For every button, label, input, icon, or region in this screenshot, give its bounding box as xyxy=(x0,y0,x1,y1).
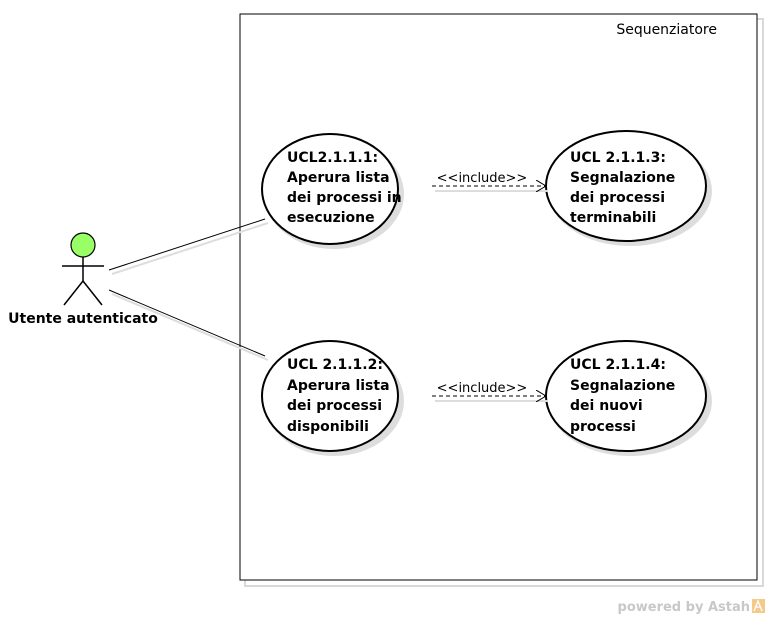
system-name: Sequenziatore xyxy=(616,22,717,38)
uc3-line-4: terminabili xyxy=(570,210,656,226)
uc4-line-1: UCL 2.1.1.4: xyxy=(570,357,666,373)
powered-by-text: powered by Astah xyxy=(618,600,750,615)
uc1-line-3: dei processi in xyxy=(287,190,402,206)
actor-left-leg xyxy=(63,280,84,306)
use-case-uc4: UCL 2.1.1.4: Segnalazione dei nuovi proc… xyxy=(545,340,712,456)
uc4-line-3: dei nuovi xyxy=(570,398,643,414)
uc4-line-4: processi xyxy=(570,419,636,435)
actor: Utente autenticato xyxy=(8,232,158,327)
uc3-line-3: dei processi xyxy=(570,190,665,206)
uc3-line-1: UCL 2.1.1.3: xyxy=(570,150,666,166)
uc1-line-2: Aperura lista xyxy=(287,170,390,186)
uc2-line-3: dei processi xyxy=(287,398,382,414)
associations xyxy=(108,218,269,361)
uc4-line-2: Segnalazione xyxy=(570,378,675,394)
association-uc1 xyxy=(108,218,266,271)
include-relation-2: <<include>> xyxy=(432,381,548,402)
uc2-line-1: UCL 2.1.1.2: xyxy=(287,357,383,373)
include-label-2: <<include>> xyxy=(437,381,528,396)
actor-head xyxy=(70,232,96,258)
include-label-1: <<include>> xyxy=(437,171,528,186)
uc2-line-4: disponibili xyxy=(287,419,369,435)
use-case-uc1: UCL2.1.1.1: Aperura lista dei processi i… xyxy=(261,133,404,249)
actor-name: Utente autenticato xyxy=(8,311,158,327)
system-boundary: Sequenziatore xyxy=(239,13,764,587)
use-case-uc2: UCL 2.1.1.2: Aperura lista dei processi … xyxy=(261,340,404,456)
actor-right-leg xyxy=(82,280,103,306)
association-uc2 xyxy=(108,289,266,357)
uc1-line-4: esecuzione xyxy=(287,210,375,226)
include-relation-1: <<include>> xyxy=(432,171,548,192)
uc1-line-1: UCL2.1.1.1: xyxy=(287,150,378,166)
powered-by: powered by Astah xyxy=(618,599,765,615)
uc3-line-2: Segnalazione xyxy=(570,170,675,186)
use-case-uc3: UCL 2.1.1.3: Segnalazione dei processi t… xyxy=(545,130,712,246)
uc2-line-2: Aperura lista xyxy=(287,378,390,394)
